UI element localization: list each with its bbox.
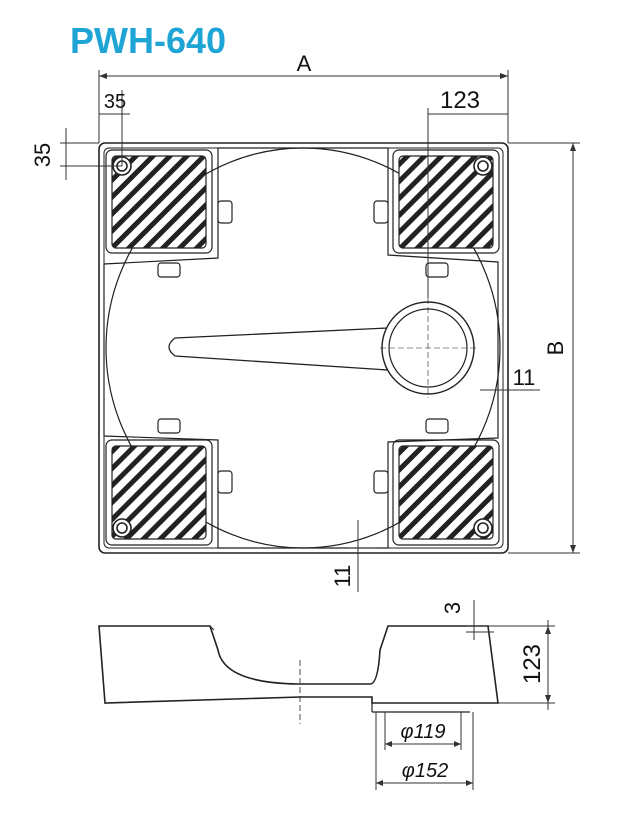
dim-label-bottom-gap: 11 [330,565,355,588]
dim-label-height: 123 [519,644,546,684]
dim-label-hole-offset-x: 35 [104,91,126,113]
cross-body [103,147,499,549]
drain-arm [168,327,389,371]
dim-label-inner-diameter: φ119 [401,721,446,743]
dim-label-hole-offset-y: 35 [30,143,55,167]
side-profile [98,625,499,704]
top-view-dimensions [60,70,580,592]
dim-label-center-offset: 123 [440,87,480,114]
dim-label-outer-diameter: φ152 [402,760,448,782]
dim-label-side-gap: 11 [513,365,536,390]
side-view [98,625,499,724]
corner-pad-top-right [392,149,500,254]
side-dimension-arrowheads [376,626,551,786]
corner-pad-bottom-right [392,439,500,546]
dim-label-b: B [543,341,568,356]
corner-pad-bottom-left [105,439,213,546]
product-title: PWH-640 [70,20,227,61]
central-ellipse [105,147,501,549]
dimension-arrowheads [99,73,576,553]
base-outline [98,142,509,554]
top-view [98,142,509,554]
clip-icons [157,200,449,494]
dim-label-recess-depth: 3 [440,602,465,614]
dim-label-a: A [297,51,312,76]
